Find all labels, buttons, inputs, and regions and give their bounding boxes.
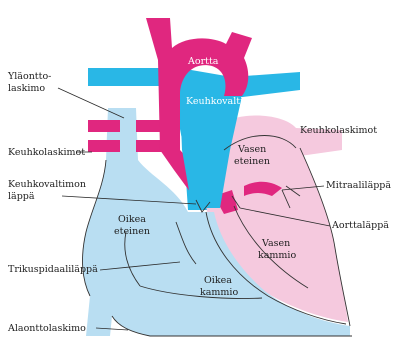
- label-right-ventricle-2: kammio: [200, 287, 238, 298]
- label-tricuspid-valve: Trikuspidaaliläppä: [8, 264, 98, 275]
- label-pulmonary-veins-left: Keuhkolaskimot: [8, 147, 85, 158]
- label-left-ventricle-1: Vasen: [261, 238, 290, 249]
- label-mitral-valve: Mitraaliläppä: [326, 180, 391, 191]
- label-aortic-valve: Aorttaläppä: [331, 220, 389, 231]
- label-right-ventricle-1: Oikea: [204, 275, 232, 286]
- label-right-atrium-2: eteinen: [114, 226, 150, 237]
- label-aorta: Aortta: [187, 56, 219, 67]
- label-pulmonary-veins-right: Keuhkolaskimot: [300, 125, 377, 136]
- label-right-atrium-1: Oikea: [118, 214, 146, 225]
- label-pulmonary-valve-2: läppä: [8, 191, 35, 202]
- label-pulmonary-artery: Keuhkovaltimo: [186, 96, 258, 107]
- label-left-ventricle-2: kammio: [258, 250, 296, 261]
- label-inferior-vena-cava: Alaonttolaskimo: [7, 323, 86, 334]
- label-pulmonary-valve-1: Keuhkovaltimon: [8, 179, 86, 190]
- label-left-atrium-1: Vasen: [237, 144, 266, 155]
- label-superior-vena-cava-1: Yläontto-: [7, 71, 51, 82]
- label-left-atrium-2: eteinen: [234, 156, 270, 167]
- label-superior-vena-cava-2: laskimo: [8, 83, 45, 94]
